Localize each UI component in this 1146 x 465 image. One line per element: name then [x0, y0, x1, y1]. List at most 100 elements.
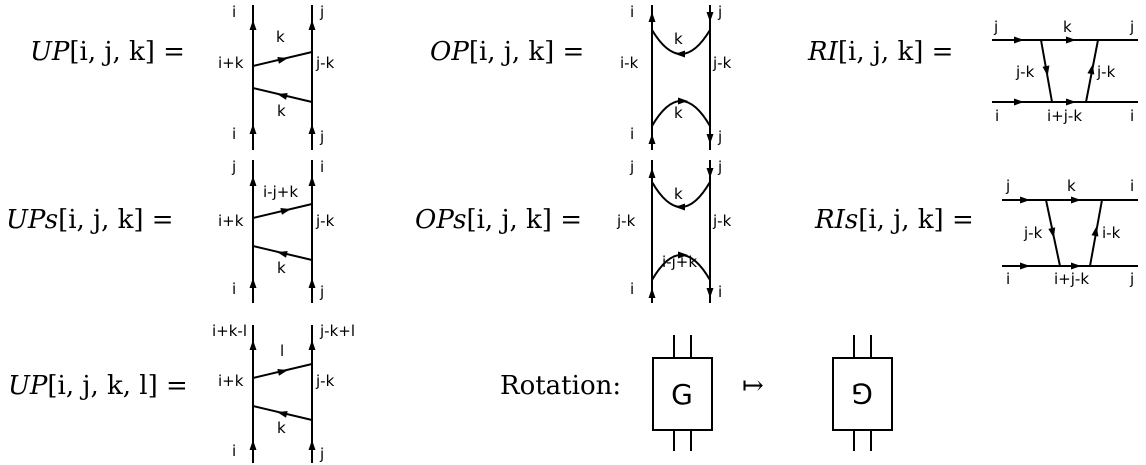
- arrowhead: [706, 288, 714, 298]
- label-top-left: j: [993, 18, 998, 36]
- label-bot-right: j: [319, 128, 324, 146]
- arrowhead: [1087, 63, 1097, 75]
- label-top-right: j: [319, 3, 324, 21]
- label-top-left: i: [630, 3, 634, 21]
- arrowhead: [1071, 196, 1081, 204]
- maps-to-arrow: ↦: [742, 371, 764, 401]
- lhs-ri: RI[i, j, k] =: [807, 37, 953, 67]
- glyph-g-rotated: G: [851, 377, 873, 410]
- equation-ris: RIs[i, j, k] = j k i j-k i-k i i+j-k j: [814, 177, 1138, 288]
- label-upper-rung: i-j+k: [263, 183, 298, 201]
- label-bot-left: i: [232, 280, 236, 298]
- arrowhead: [308, 278, 316, 288]
- label-top-right: i: [320, 158, 324, 176]
- arrowhead: [249, 340, 257, 350]
- arrowhead: [1020, 262, 1030, 270]
- equation-ups: UPs[i, j, k] = j i i+k j-k i-j+k k i j: [6, 158, 335, 303]
- label-bot-mid: i+j-k: [1054, 270, 1089, 288]
- arrowhead: [675, 50, 685, 58]
- arrowhead: [706, 168, 714, 178]
- label-bot-left: i: [995, 107, 999, 125]
- lhs-op: OP[i, j, k] =: [430, 37, 584, 67]
- label-bot-right: j: [717, 128, 722, 146]
- strand: [832, 357, 893, 431]
- arrowhead: [277, 54, 289, 64]
- equation-ri: RI[i, j, k] = j k j j-k j-k i i+j-k i: [807, 18, 1138, 125]
- arrowhead: [308, 124, 316, 134]
- glyph-g: G: [671, 378, 693, 411]
- lhs-name: OPs: [415, 205, 466, 235]
- diagram-op: i j i-k j-k k k i j: [620, 3, 732, 150]
- label-top-mid: k: [1067, 177, 1076, 195]
- label-top-right: i: [1130, 177, 1134, 195]
- label-bot-left: i: [630, 280, 634, 298]
- label-right-diag: j-k: [1096, 63, 1116, 81]
- arrowhead: [277, 366, 289, 376]
- lhs-ops: OPs[i, j, k] =: [415, 205, 582, 235]
- label-bot-mid: i+j-k: [1047, 107, 1082, 125]
- arrowhead: [276, 90, 288, 100]
- arrowhead: [308, 340, 316, 350]
- label-bot-right: i: [1130, 107, 1134, 125]
- box-original: G: [652, 335, 713, 451]
- arrowhead: [249, 440, 257, 450]
- label-mid-left: i+k: [218, 54, 244, 72]
- arrowhead: [706, 134, 714, 144]
- label-left-diag: j-k: [1023, 224, 1043, 242]
- label-top-right: j: [1129, 18, 1134, 36]
- arrowhead: [1014, 36, 1024, 44]
- diagram-ops: j j j-k j-k k i-j+k i i: [616, 158, 732, 303]
- arrowhead: [1048, 227, 1058, 239]
- lhs-args: [i, j, k] =: [69, 37, 185, 67]
- lhs-args: [i, j, k] =: [838, 37, 954, 67]
- arrowhead: [1014, 98, 1024, 106]
- lhs-args: [i, j, k] =: [469, 37, 585, 67]
- arrowhead: [648, 288, 656, 298]
- label-mid-left: i+k: [218, 212, 244, 230]
- arrowhead: [1071, 262, 1081, 270]
- label-top-right: j: [717, 3, 722, 21]
- strand: [652, 357, 713, 431]
- lhs-ups: UPs[i, j, k] =: [6, 205, 174, 235]
- diagram-up: i j i+k j-k k k i j: [218, 3, 335, 150]
- label-bot-right: j: [319, 283, 324, 301]
- label-bot-left: i: [1006, 270, 1010, 288]
- label-top-left: j: [231, 158, 236, 176]
- label-bot-right: i: [718, 283, 722, 301]
- label-mid-left: i+k: [218, 372, 244, 390]
- label-bot-left: i: [232, 442, 236, 460]
- lhs-args: [i, j, k] =: [858, 205, 974, 235]
- label-mid-right: j-k: [712, 212, 732, 230]
- arrowhead: [249, 278, 257, 288]
- lhs-up: UP[i, j, k] =: [30, 37, 185, 67]
- lhs-name: UPs: [6, 205, 58, 235]
- label-mid-left: j-k: [616, 212, 636, 230]
- diagram-ris: j k i j-k i-k i i+j-k j: [1002, 177, 1138, 288]
- arrowhead: [249, 124, 257, 134]
- label-lower-arc: k: [674, 104, 683, 122]
- arrowhead: [1020, 196, 1030, 204]
- label-top-right: j-k+l: [319, 322, 355, 340]
- label-upper-rung: l: [280, 342, 284, 360]
- rotation-illustration: Rotation: G ↦ G: [500, 335, 893, 451]
- arrowhead: [249, 20, 257, 30]
- label-mid-right: j-k: [712, 54, 732, 72]
- equation-ops: OPs[i, j, k] = j j j-k j-k k i-j+k i i: [415, 158, 732, 303]
- label-top-mid: k: [1063, 18, 1072, 36]
- label-bot-left: i: [630, 125, 634, 143]
- arrowhead: [276, 248, 288, 258]
- arrowhead: [648, 12, 656, 22]
- lhs-args: [i, j, k] =: [466, 205, 582, 235]
- rotation-label: Rotation:: [500, 371, 621, 401]
- lhs-args: [i, j, k, l] =: [47, 371, 187, 401]
- arrowhead: [1066, 36, 1076, 44]
- lhs-args: [i, j, k] =: [58, 205, 174, 235]
- label-upper-rung: k: [276, 28, 285, 46]
- lhs-name: RI: [807, 37, 839, 67]
- diagram-ups: j i i+k j-k i-j+k k i j: [218, 158, 335, 303]
- label-mid-right: j-k: [315, 372, 335, 390]
- arrowhead: [308, 440, 316, 450]
- label-bot-right: j: [1129, 270, 1134, 288]
- box-rotated: G: [832, 335, 893, 451]
- label-mid-left: i-k: [620, 54, 639, 72]
